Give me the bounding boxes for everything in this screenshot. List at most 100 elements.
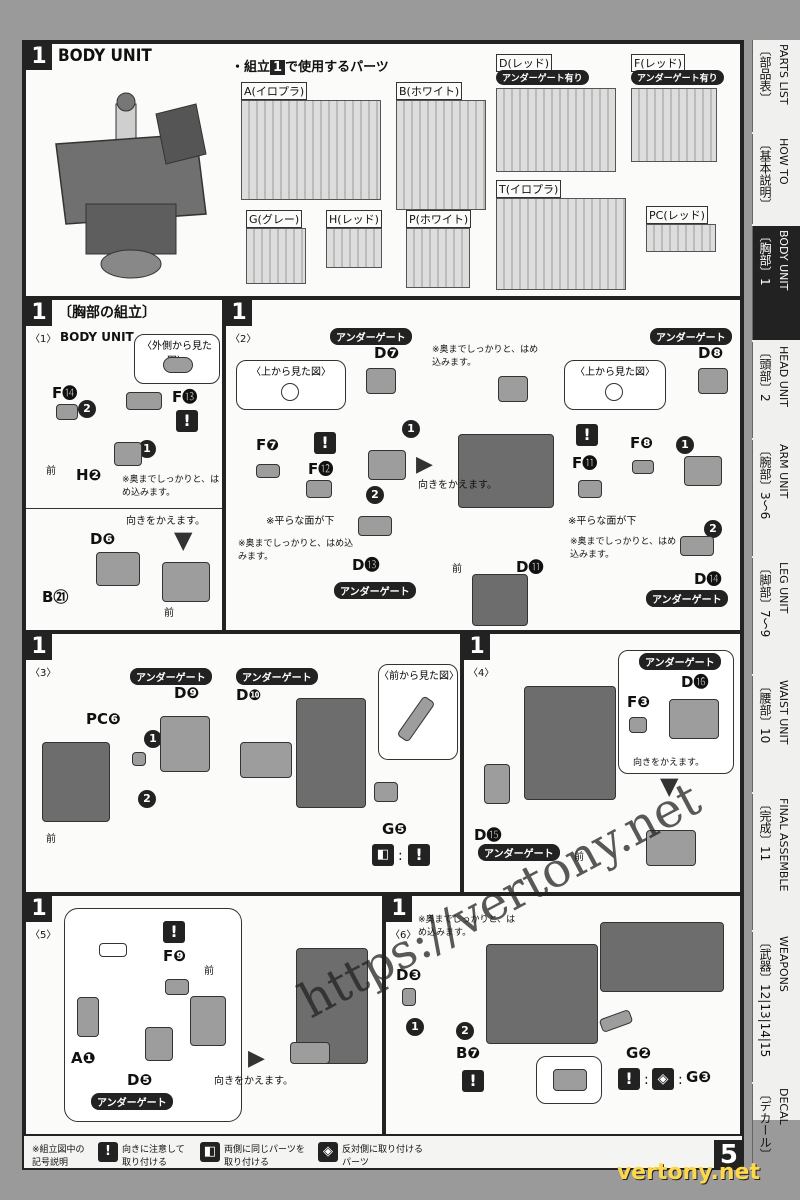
runner-label: G(グレー) — [246, 210, 303, 228]
side-tab-head-unit[interactable]: 〔頭部〕2 HEAD UNIT — [752, 342, 800, 438]
step-1-5-panel: 1 〈5〉 ! F❾ A❶ D❺ アンダーゲート 前 ▶ 向きをかえます。 — [24, 894, 384, 1136]
orientation-warning-icon: ! — [98, 1142, 118, 1162]
part-a1 — [77, 997, 99, 1037]
side-tab-jp: 〔基本説明〕 — [758, 138, 772, 210]
part-label-f11: F⓫ — [572, 454, 598, 472]
part-label-f14: F⓮ — [52, 384, 78, 402]
side-tab-en: DECAL — [777, 1088, 790, 1125]
runner-label: H(レッド) — [326, 210, 382, 228]
runner-t: T(イロプラ) — [496, 180, 626, 292]
part-label-f9: F❾ — [163, 947, 186, 965]
side-tab-leg-unit[interactable]: 〔脚部〕7〜9 LEG UNIT — [752, 558, 800, 674]
orientation-warning-icon: ! — [576, 424, 598, 446]
side-tab-jp: 〔完成〕11 — [758, 798, 772, 862]
step-order-1: 1 — [402, 420, 420, 438]
substep-number: 〈2〉 — [230, 334, 257, 345]
side-tab-jp: 〔脚部〕7〜9 — [758, 562, 772, 638]
part-f7 — [256, 464, 280, 478]
callout-top-view-right: 〈上から見た図〉 — [564, 360, 666, 410]
runner-frame — [496, 198, 626, 290]
body-unit-illustration — [55, 92, 207, 279]
step-number: 1 — [386, 896, 412, 922]
part-capsule — [163, 357, 193, 373]
callout-outside-view: 〈外側から見た図〉 — [134, 334, 220, 384]
part-label-a1: A❶ — [71, 1049, 96, 1067]
part-label-d5: D❺ — [127, 1071, 153, 1089]
part-label-d8: D❽ — [698, 344, 724, 362]
front-label: 前 — [204, 966, 214, 977]
side-tab-en: LEG UNIT — [777, 562, 790, 614]
runner-b: B(ホワイト) — [396, 82, 486, 212]
part-d6 — [96, 552, 140, 586]
side-tab-en: PARTS LIST — [777, 44, 790, 105]
part-ring — [281, 383, 299, 401]
part-g2-detail — [553, 1069, 587, 1091]
part-label-d15: D⓯ — [474, 826, 502, 844]
assembly-note: ※奥までしっかりと、はめ込みます。 — [418, 915, 516, 938]
side-tab-final-assemble[interactable]: 〔完成〕11 FINAL ASSEMBLE — [752, 794, 800, 930]
side-tab-parts-list[interactable]: 〔部品表〕 PARTS LIST — [752, 40, 800, 132]
runner-frame — [326, 228, 382, 268]
callout-d16: アンダーゲート D⓰ F❸ 向きをかえます。 — [618, 650, 734, 774]
side-tab-decal[interactable]: 〔デカール〕 DECAL — [752, 1084, 800, 1164]
part-label-d14: D⓮ — [694, 570, 722, 588]
side-tab-body-unit[interactable]: 〔胸部〕1 BODY UNIT — [752, 226, 800, 340]
callout-title: 〈上から見た図〉 — [251, 367, 331, 378]
part-d5 — [145, 1027, 173, 1061]
step-number: 1 — [26, 896, 52, 922]
callout-g2-detail — [536, 1056, 602, 1104]
orientation-warning-icon: ! — [618, 1068, 640, 1090]
runner-p: P(ホワイト) — [406, 210, 476, 290]
undergate-badge: アンダーゲート — [650, 328, 732, 345]
part-peg — [396, 695, 436, 743]
part-label-b7: B❼ — [456, 1044, 481, 1062]
side-tab-en: WAIST UNIT — [777, 680, 790, 745]
step-1-6-panel: 1 〈6〉 ※奥までしっかりと、はめ込みます。 D❸ 1 2 B❼ ! G❷ !… — [384, 894, 742, 1136]
part-body-assembly — [486, 944, 598, 1044]
runner-frame — [406, 228, 470, 288]
part-f3 — [629, 717, 647, 733]
flat-side-note: ※平らな面が下 — [266, 516, 335, 527]
both-sides-icon: ◧ — [200, 1142, 220, 1162]
symbol-colon: : — [644, 1072, 649, 1088]
part-d16 — [669, 699, 719, 739]
assembly-note: ※奥までしっかりと、はめ込みます。 — [122, 475, 220, 498]
part-label-g5: G❺ — [382, 820, 408, 838]
legend-orientation-text: 向きに注意して取り付ける — [122, 1145, 185, 1168]
side-tab-weapons[interactable]: 〔武器〕12|13|14|15 WEAPONS — [752, 932, 800, 1082]
part-label-h2: H❷ — [76, 466, 102, 484]
side-tab-jp: 〔腰部〕10 — [758, 680, 772, 744]
step-number: 1 — [26, 44, 52, 70]
runner-frame — [246, 228, 306, 284]
part-lower-assembly — [472, 574, 528, 626]
side-tab-en: HEAD UNIT — [777, 346, 790, 407]
front-label: 前 — [46, 466, 56, 477]
runner-label: B(ホワイト) — [396, 82, 463, 100]
callout-front-view: 〈前から見た図〉 — [378, 664, 459, 760]
side-tab-how-to[interactable]: 〔基本説明〕 HOW TO — [752, 134, 800, 224]
side-tab-waist-unit[interactable]: 〔腰部〕10 WAIST UNIT — [752, 676, 800, 792]
part-d13 — [358, 516, 392, 536]
runner-g: G(グレー) — [246, 210, 306, 290]
part-fin — [290, 1042, 330, 1064]
step-order-2: 2 — [138, 790, 156, 808]
part-label-pc6: PC❻ — [86, 710, 121, 728]
part-label-b21: B㉑ — [42, 588, 69, 606]
side-tab-arm-unit[interactable]: 〔腕部〕3〜6 ARM UNIT — [752, 440, 800, 556]
side-tab-jp: 〔腕部〕3〜6 — [758, 444, 772, 520]
part-label-d11: D⓫ — [516, 558, 544, 576]
parts-heading-post: で使用するパーツ — [285, 60, 389, 75]
flat-side-note: ※平らな面が下 — [568, 516, 637, 527]
runner-d: D(レッド) アンダーゲート有り — [496, 54, 616, 172]
undergate-badge: アンダーゲート — [330, 328, 412, 345]
part-label-d7: D❼ — [374, 344, 400, 362]
part-f8 — [632, 460, 654, 474]
legend-both-sides-text: 両側に同じパーツを取り付ける — [224, 1145, 305, 1168]
runner-a: A(イロプラ) — [241, 82, 381, 202]
part-chest-assembly — [42, 742, 110, 822]
part-assembled-leg — [190, 996, 226, 1046]
both-sides-icon: ◧ — [372, 844, 394, 866]
undergate-badge: アンダーゲート — [91, 1093, 173, 1110]
part-body-assembly — [162, 562, 210, 602]
symbol-legend: ※組立図中の記号説明 ! 向きに注意して取り付ける ◧ 両側に同じパーツを取り付… — [28, 1138, 448, 1168]
